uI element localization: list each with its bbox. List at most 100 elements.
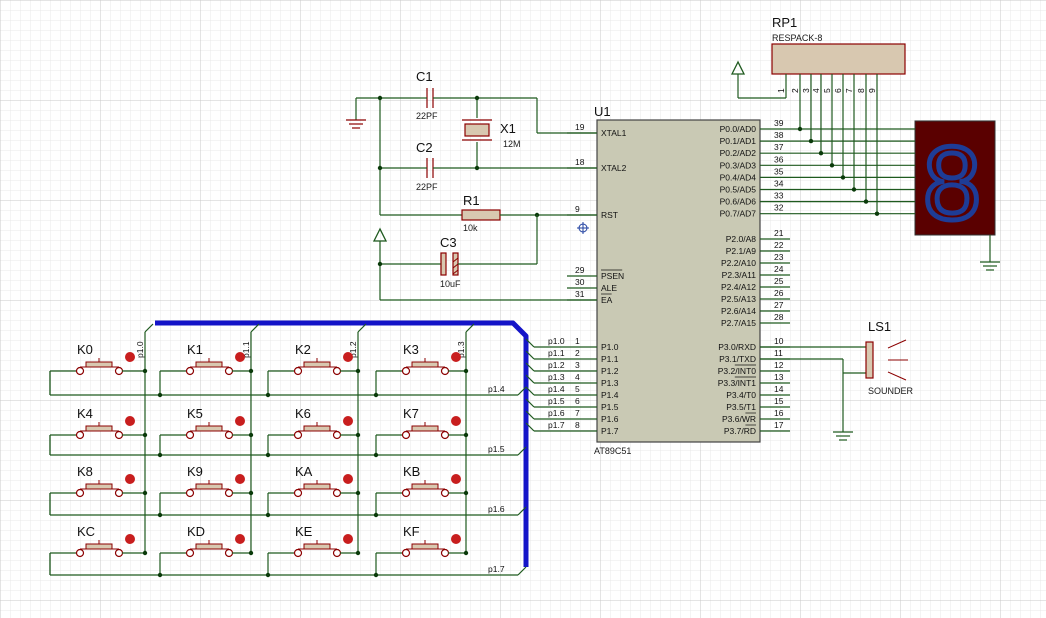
key-ke[interactable]: KE bbox=[268, 524, 361, 558]
key-k2[interactable]: K2 bbox=[268, 342, 361, 376]
key-k8[interactable]: K8 bbox=[50, 464, 148, 498]
pin-number: 15 bbox=[774, 396, 784, 406]
c2-value: 22PF bbox=[416, 182, 438, 192]
key-k5[interactable]: K5 bbox=[160, 406, 254, 440]
pin-number: 31 bbox=[575, 289, 585, 299]
pin-number: 34 bbox=[774, 179, 784, 189]
u1-pin-p1-7[interactable]: 8P1.7 bbox=[567, 420, 619, 436]
key-state-icon bbox=[343, 352, 353, 362]
pin-number: 30 bbox=[575, 277, 585, 287]
pin-label: P1.2 bbox=[601, 366, 619, 376]
pin-label: P3.3/INT1 bbox=[718, 378, 757, 388]
key-k0[interactable]: K0 bbox=[50, 342, 148, 376]
net-label: p1.4 bbox=[548, 384, 565, 394]
pin-number: 3 bbox=[801, 88, 811, 93]
capacitor-c1[interactable]: C1 22PF bbox=[416, 69, 537, 121]
ground-symbol bbox=[980, 261, 1000, 271]
key-k6[interactable]: K6 bbox=[268, 406, 361, 440]
u1-pin-p1-4[interactable]: 5P1.4 bbox=[567, 384, 619, 400]
key-k3[interactable]: K3 bbox=[376, 342, 469, 376]
microcontroller-u1[interactable]: U1 AT89C51 19XTAL118XTAL29RST29PSEN30ALE… bbox=[567, 104, 790, 456]
reset-circuit: R1 10k C3 10uF bbox=[372, 193, 597, 301]
key-kd[interactable]: KD bbox=[160, 524, 254, 558]
key-k1[interactable]: K1 bbox=[160, 342, 254, 376]
key-kb[interactable]: KB bbox=[376, 464, 469, 498]
pin-number: 10 bbox=[774, 336, 784, 346]
net-label: p1.0 bbox=[135, 341, 145, 358]
key-kf[interactable]: KF bbox=[376, 524, 469, 558]
pin-number: 14 bbox=[774, 384, 784, 394]
pin-number: 24 bbox=[774, 264, 784, 274]
key-state-icon bbox=[343, 416, 353, 426]
u1-pin-p1-0[interactable]: 1P1.0 bbox=[567, 336, 619, 352]
key-label: KE bbox=[295, 524, 313, 539]
key-k9[interactable]: K9 bbox=[160, 464, 254, 498]
pin-number: 22 bbox=[774, 240, 784, 250]
resistor-r1[interactable]: R1 10k bbox=[461, 193, 501, 233]
rp1-pin-2: 2 bbox=[790, 74, 801, 98]
u1-pin-p1-1[interactable]: 2P1.1 bbox=[567, 348, 619, 364]
ground-symbol bbox=[346, 98, 366, 129]
rp1-pin-5: 5 bbox=[822, 74, 833, 98]
net-label: p1.6 bbox=[548, 408, 565, 418]
bus-entries: p1.0p1.1p1.2p1.3p1.4p1.5p1.6p1.7 bbox=[525, 336, 567, 432]
capacitor-c3[interactable]: C3 10uF bbox=[440, 235, 537, 289]
key-kc[interactable]: KC bbox=[50, 524, 148, 558]
u1-pin-p1-5[interactable]: 6P1.5 bbox=[567, 396, 619, 412]
key-k4[interactable]: K4 bbox=[50, 406, 148, 440]
net-label: p1.4 bbox=[488, 384, 505, 394]
pin-number: 6 bbox=[575, 396, 580, 406]
pin-number: 5 bbox=[822, 88, 832, 93]
ls1-part: SOUNDER bbox=[868, 386, 914, 396]
key-k7[interactable]: K7 bbox=[376, 406, 469, 440]
u1-pin-p1-6[interactable]: 7P1.6 bbox=[567, 408, 619, 424]
u1-part: AT89C51 bbox=[594, 446, 631, 456]
u1-pin-p1-2[interactable]: 3P1.2 bbox=[567, 360, 619, 376]
pin-label: P2.6/A14 bbox=[721, 306, 756, 316]
pin-label: P1.5 bbox=[601, 402, 619, 412]
key-ka[interactable]: KA bbox=[268, 464, 361, 498]
pin-number: 29 bbox=[575, 265, 585, 275]
pin-label: P2.5/A13 bbox=[721, 294, 756, 304]
sounder-ls1[interactable]: LS1 SOUNDER bbox=[760, 319, 914, 441]
crystal-x1[interactable]: X1 12M bbox=[462, 95, 521, 171]
pin-number: 32 bbox=[774, 203, 784, 213]
u1-pin-p1-3[interactable]: 4P1.3 bbox=[567, 372, 619, 388]
pin-number: 2 bbox=[790, 88, 800, 93]
pin-number: 9 bbox=[575, 204, 580, 214]
pin-number: 39 bbox=[774, 118, 784, 128]
net-label: p1.0 bbox=[548, 336, 565, 346]
c3-ref: C3 bbox=[440, 235, 457, 250]
c1-value: 22PF bbox=[416, 111, 438, 121]
